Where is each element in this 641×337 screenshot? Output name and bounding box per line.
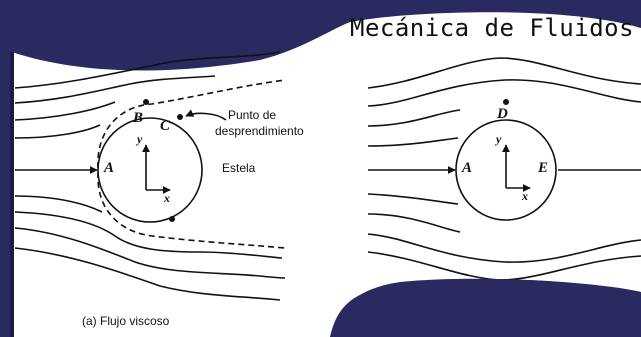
- streamline-right-3: [367, 109, 461, 127]
- streamline-left-bot-4: [14, 247, 281, 301]
- streamline-right-6: [367, 213, 461, 233]
- wake-label: Estela: [222, 161, 256, 175]
- axis-label-y-left: y: [137, 132, 143, 146]
- point-label-c-left: C: [160, 118, 171, 134]
- viscous-flow-diagram: [14, 51, 286, 301]
- separation-pointer: [185, 109, 227, 121]
- caption-viscous-flow: (a) Flujo viscoso: [82, 314, 170, 328]
- streamline-left-bot-1: [14, 195, 103, 213]
- paper-panel: [12, 12, 641, 337]
- separation-label-line2: desprendimiento: [215, 124, 304, 138]
- streamline-right-5: [367, 193, 459, 205]
- slide-title: Mecánica de Fluidos: [350, 14, 635, 42]
- point-separation-bottom: [169, 216, 176, 223]
- point-label-a-left: A: [104, 160, 115, 176]
- streamline-left-top-1: [14, 51, 281, 89]
- separation-label-line1: Punto de: [228, 108, 277, 122]
- streamline-right-4: [367, 137, 459, 147]
- ideal-flow-diagram: [367, 57, 641, 281]
- point-b-left: [143, 99, 150, 106]
- point-label-b-left: B: [133, 110, 144, 126]
- streamline-left-top-3: [14, 101, 116, 121]
- streamline-left-top-2: [14, 75, 216, 104]
- streamline-left-top-4: [14, 124, 101, 139]
- streamline-right-2: [367, 79, 641, 107]
- bottom-band: [330, 279, 641, 337]
- streamline-right-1: [367, 57, 641, 89]
- point-label-d-right: D: [497, 106, 508, 122]
- streamline-left-bot-2: [14, 211, 283, 259]
- wake-boundary-top: [97, 79, 286, 169]
- streamline-right-7: [367, 233, 641, 263]
- point-separation-top: [177, 114, 184, 121]
- wake-boundary-bottom: [97, 171, 286, 249]
- streamline-left-bot-3: [14, 227, 286, 279]
- cylinder-viscous: [97, 117, 203, 223]
- point-d-right: [502, 99, 509, 106]
- axis-label-x-left: x: [164, 191, 170, 205]
- point-label-e-right: E: [538, 160, 549, 176]
- axis-label-x-right: x: [522, 189, 528, 203]
- point-label-a-right: A: [462, 160, 473, 176]
- cylinder-ideal: [455, 119, 557, 221]
- axis-label-y-right: y: [496, 132, 502, 146]
